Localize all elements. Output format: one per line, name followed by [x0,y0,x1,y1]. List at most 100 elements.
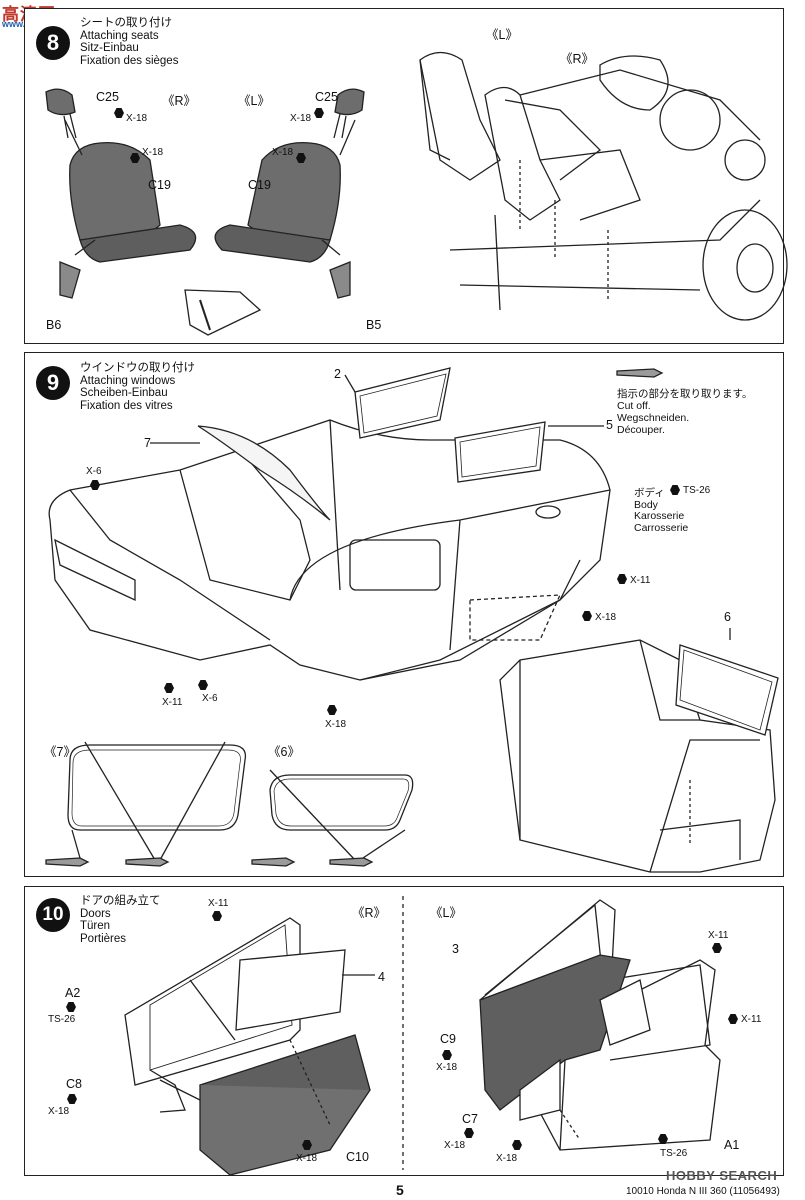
window-6-template [269,774,414,831]
step10-title-fr: Portières [80,932,127,945]
cut-off-note-fr: Découper. [617,424,665,436]
paint-x18-a: X-18 [595,612,617,623]
seat-right-cushion [79,224,197,263]
window-5-part [454,421,546,483]
part-a2: A2 [65,986,81,1000]
step10-title: ドアの組み立て Doors Türen Portières [80,895,161,945]
paint-marker-icon [728,1014,738,1024]
paint-marker-icon [90,480,100,490]
paint-ts26: TS-26 [683,485,711,496]
body-label: ボディ Body Karosserie Carrosserie [634,487,689,534]
cutter-icon [616,368,664,378]
step10-title-en: Doors [80,907,111,920]
paint-x11-b: X-11 [162,697,183,708]
paint-marker-icon [212,911,222,921]
template-label-7: 《7》 [44,745,76,759]
paint-x18-b: X-18 [325,719,347,730]
step10-title-jp: ドアの組み立て [80,895,161,907]
paint-x6-a: X-6 [86,466,102,477]
paint-x11-b: X-11 [708,930,729,941]
paint-marker-icon [464,1128,474,1138]
step8-title-fr: Fixation des sièges [80,54,179,67]
cutter-icon [125,857,170,867]
paint-x18-b: X-18 [142,147,164,158]
paint-x18-c: X-18 [290,113,312,124]
step8-illustration [45,51,788,336]
step9-title-de: Scheiben-Einbau [80,387,168,399]
cut-off-note-jp: 指示の部分を取り取ります。 [617,388,753,400]
paint-x11-a: X-11 [208,898,229,909]
paint-x6-b: X-6 [202,693,218,704]
step9-title-fr: Fixation des vitres [80,399,173,412]
paint-x18-a: X-18 [48,1106,70,1117]
window-2-part [354,367,451,439]
step9-title: ウインドウの取り付け Attaching windows Scheiben-Ei… [80,362,195,412]
window-7-part [197,425,331,521]
part-c10: C10 [346,1150,369,1164]
paint-marker-icon [512,1140,522,1150]
paint-marker-icon [712,943,722,953]
part-a1: A1 [724,1138,740,1152]
interior-seat-right [484,86,561,221]
paint-x18-e: X-18 [496,1153,518,1164]
seat-left-backrest [247,141,341,241]
part-c25-left: C25 [96,90,119,104]
door-right-window-4 [235,949,346,1031]
paint-marker-icon [164,683,174,693]
part-3: 3 [452,942,459,956]
part-c25-right: C25 [315,90,338,104]
step8-title-en: Attaching seats [80,29,159,42]
body-label-fr: Carrosserie [634,521,689,534]
step8-title-de: Sitz-Einbau [80,42,139,54]
paint-marker-icon [67,1094,77,1104]
product-code: 10010 Honda N III 360 (11056493) [626,1186,780,1197]
part-c8: C8 [66,1077,82,1091]
paint-x11-c: X-11 [741,1014,762,1025]
step9-title-en: Attaching windows [80,374,176,387]
cut-off-note-de: Wegschneiden. [617,412,690,424]
seat-left-cushion [214,224,331,263]
interior-seat-left [419,51,501,181]
part-c7: C7 [462,1112,478,1126]
body-label-de: Karosserie [634,510,685,522]
paint-x18-c: X-18 [436,1062,458,1073]
paint-marker-icon [442,1050,452,1060]
door-left-frame [479,899,721,1151]
body-label-jp: ボディ [634,487,665,499]
part-b6: B6 [46,318,62,332]
step10-number: 10 [36,898,70,932]
step9-illustration [45,367,779,873]
paint-marker-icon [198,680,208,690]
part-5: 5 [606,418,613,432]
seat-left-headrest [334,88,365,116]
door-left-inner-panel [479,954,631,1111]
step9-panel [24,352,784,877]
seat-right-headrest [45,88,76,116]
step10-label-l: 《L》 [430,906,462,920]
paint-marker-icon [302,1140,312,1150]
paint-x11-a: X-11 [630,575,651,586]
step9-number: 9 [36,366,70,400]
part-7: 7 [144,436,151,450]
paint-ts26-b: TS-26 [660,1148,688,1159]
step8-label-l2: 《L》 [486,28,518,42]
page-number: 5 [396,1182,404,1198]
part-6: 6 [724,610,731,624]
paint-marker-icon [582,611,592,621]
step10-title-de: Türen [80,920,111,932]
body-rear-inset [499,639,776,873]
step8-label-l: 《L》 [238,94,270,108]
part-c19-right: C19 [248,178,271,192]
part-2: 2 [334,367,341,381]
step8-title: シートの取り付け Attaching seats Sitz-Einbau Fix… [80,17,178,67]
paint-marker-icon [617,574,627,584]
part-b5: B5 [366,318,382,332]
paint-x18-d: X-18 [444,1140,466,1151]
step10-panel [24,886,784,1176]
window-6-part [675,644,779,736]
cutter-icon [251,857,296,867]
paint-ts26-a: TS-26 [48,1014,76,1025]
step8-label-r: 《R》 [162,94,197,108]
step10-label-r: 《R》 [352,906,387,920]
